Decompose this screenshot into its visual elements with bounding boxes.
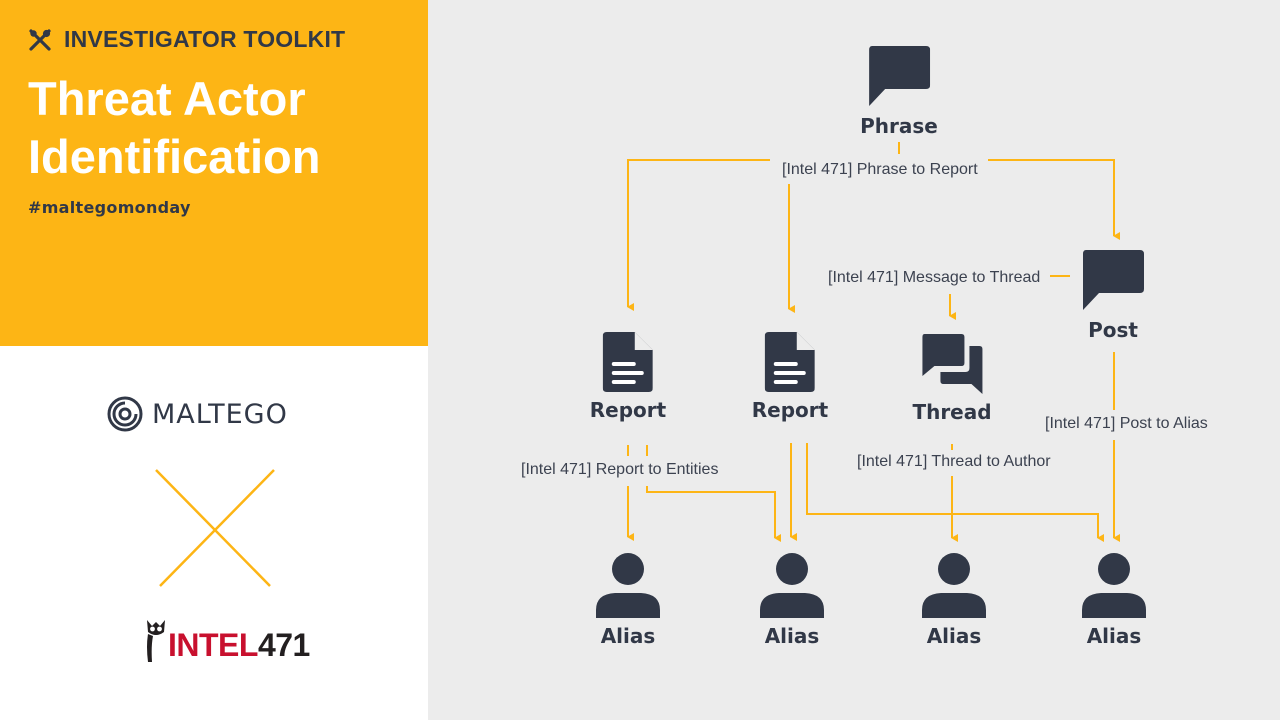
- node-label-alias-4: Alias: [1086, 624, 1142, 648]
- node-report-2[interactable]: Report: [752, 332, 828, 422]
- node-report-1[interactable]: Report: [590, 332, 666, 422]
- logo-panel: [0, 346, 428, 720]
- edge-label-thread-to-author: [Intel 471] Thread to Author: [853, 452, 1055, 472]
- speech-bubble-icon: [1083, 250, 1144, 310]
- owl-icon: [147, 620, 165, 662]
- edge-report1-alias2: [646, 486, 781, 542]
- node-phrase[interactable]: Phrase: [860, 46, 938, 138]
- node-label-thread: Thread: [912, 400, 992, 424]
- edge-phrase-post: [988, 159, 1120, 240]
- title-line-1: Threat Actor: [28, 72, 306, 125]
- intel471-wordmark: INTEL471: [168, 627, 310, 663]
- node-post[interactable]: Post: [1082, 250, 1144, 342]
- conversation-icon: [922, 334, 982, 394]
- speech-bubble-icon: [868, 46, 930, 106]
- person-icon: [760, 553, 824, 618]
- document-icon: [602, 332, 653, 392]
- node-alias-4[interactable]: Alias: [1081, 552, 1147, 648]
- person-icon: [596, 553, 660, 618]
- node-label-post: Post: [1088, 318, 1138, 342]
- node-label-report-2: Report: [751, 398, 829, 422]
- node-alias-2[interactable]: Alias: [759, 552, 825, 648]
- person-icon: [922, 553, 986, 618]
- toolkit-header: INVESTIGATOR TOOLKIT: [28, 26, 345, 53]
- page-title: Threat Actor Identification: [28, 70, 320, 186]
- branding-panel: [0, 0, 428, 346]
- node-thread[interactable]: Thread: [912, 334, 992, 424]
- node-label-report-1: Report: [589, 398, 667, 422]
- person-icon: [1082, 553, 1146, 618]
- maltego-logo: MALTEGO: [106, 395, 288, 433]
- toolkit-label: INVESTIGATOR TOOLKIT: [64, 26, 346, 52]
- edge-label-report-to-entities: [Intel 471] Report to Entities: [517, 460, 723, 480]
- hashtag: #maltegomonday: [28, 198, 191, 217]
- node-alias-1[interactable]: Alias: [595, 552, 661, 648]
- node-label-phrase: Phrase: [860, 114, 938, 138]
- edge-phrase-report1: [627, 159, 770, 311]
- tools-icon: [29, 28, 51, 51]
- maltego-mark-icon: [107, 396, 143, 432]
- intel471-logo: INTEL471: [144, 616, 310, 662]
- maltego-wordmark: MALTEGO: [152, 398, 288, 430]
- node-label-alias-1: Alias: [600, 624, 656, 648]
- node-label-alias-3: Alias: [926, 624, 982, 648]
- node-label-alias-2: Alias: [764, 624, 820, 648]
- edge-label-post-to-alias: [Intel 471] Post to Alias: [1041, 414, 1212, 434]
- edge-label-phrase-to-report: [Intel 471] Phrase to Report: [778, 160, 982, 180]
- edge-label-message-to-thread: [Intel 471] Message to Thread: [824, 268, 1045, 288]
- node-alias-3[interactable]: Alias: [921, 552, 987, 648]
- partnership-cross-icon: [155, 469, 275, 587]
- title-line-2: Identification: [28, 130, 321, 183]
- document-icon: [764, 332, 815, 392]
